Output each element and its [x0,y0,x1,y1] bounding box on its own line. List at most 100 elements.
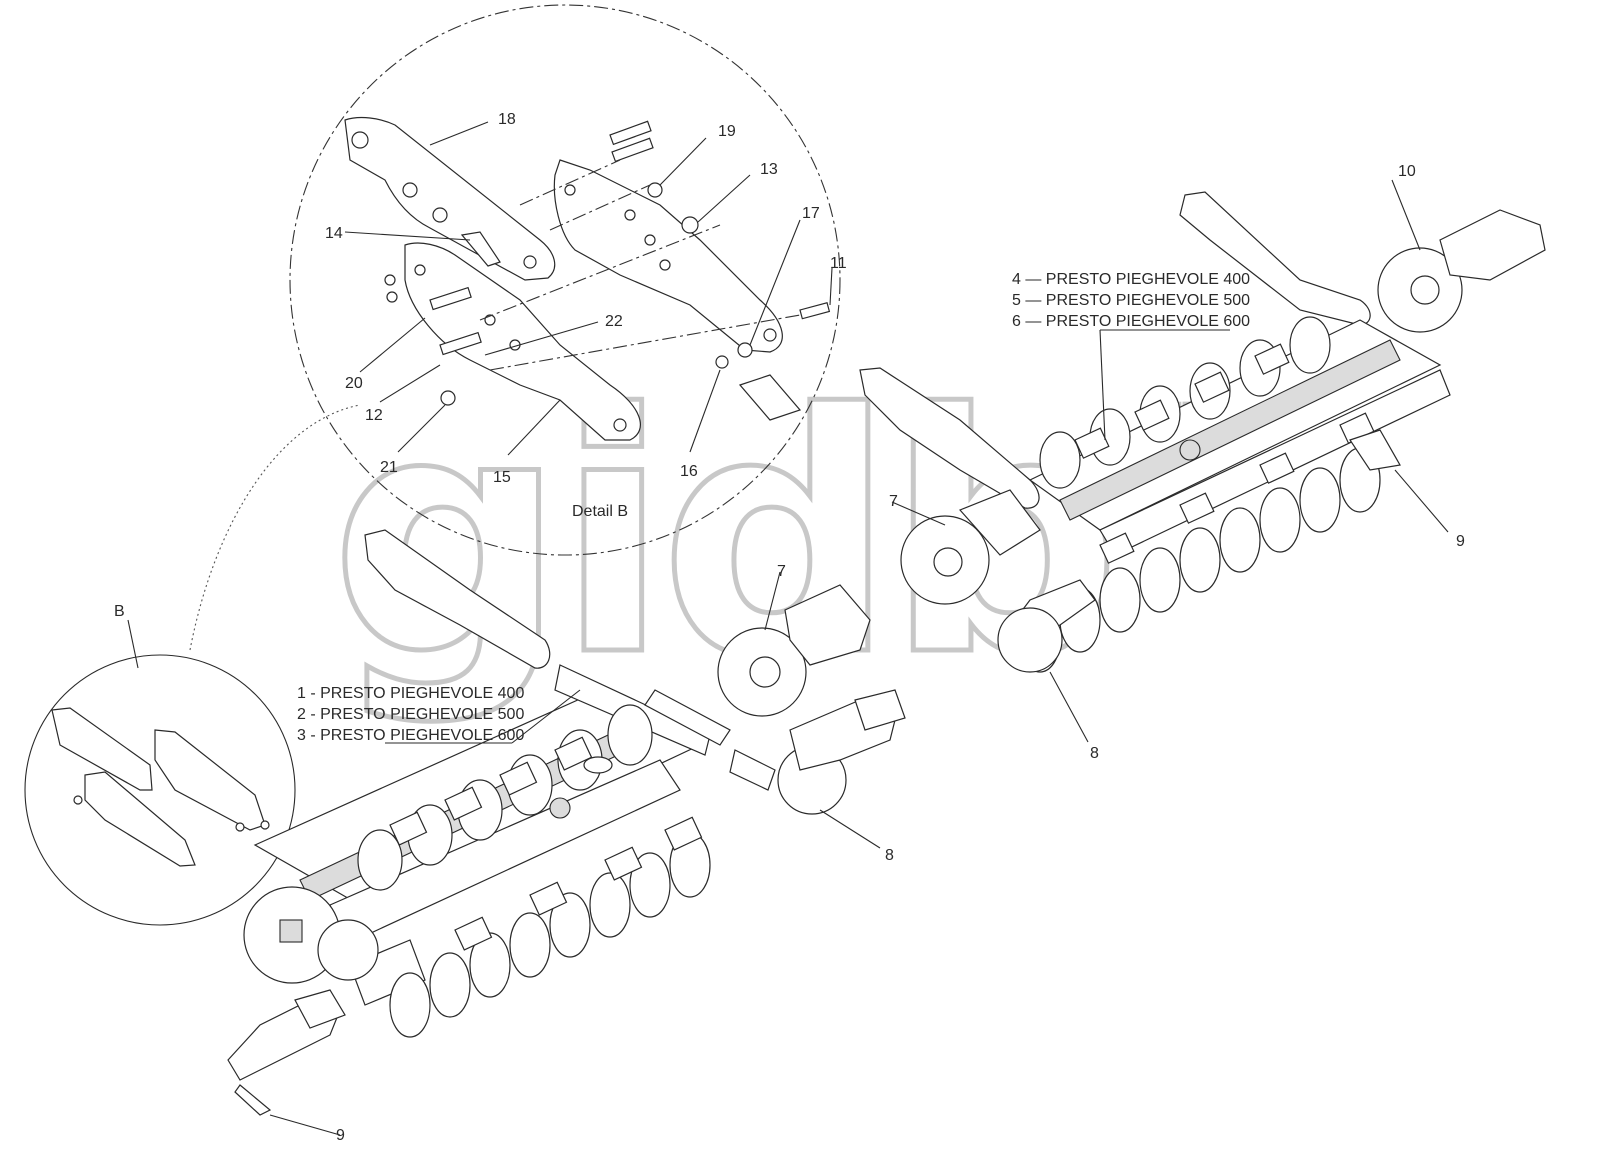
callout-labels: 18 19 13 17 11 14 22 20 12 21 15 16 10 7… [114,111,1465,1144]
cap [583,756,613,774]
end-assembly-9-right [1349,429,1401,471]
legend-right-line-2: 5 — PRESTO PIEGHEVOLE 500 [1012,292,1250,309]
hole [624,209,636,221]
disc [1139,547,1181,613]
small-nut [260,820,270,830]
bearing [1179,492,1215,524]
small-plate [84,771,196,867]
arm-plate-right-near [859,367,1040,509]
implement-left [227,529,906,1116]
plate-right [553,159,783,353]
nut-19 [647,182,663,198]
disc [549,892,591,958]
leader-18 [429,121,489,146]
callout-12: 12 [365,407,383,424]
nut [384,274,396,286]
legend-right: 4 — PRESTO PIEGHEVOLE 400 5 — PRESTO PIE… [1012,271,1250,330]
bolt-11 [799,302,831,320]
callout-15: 15 [493,469,511,486]
leader-12 [379,364,441,403]
nut [386,291,398,303]
disc [607,704,653,766]
disc [1289,316,1331,374]
plate-18 [344,116,556,281]
disc [1219,507,1261,573]
leader-22 [484,321,599,356]
legend-right-line-1: 4 — PRESTO PIEGHEVOLE 400 [1012,271,1250,288]
detail-link-arc [189,404,361,651]
disc [1299,467,1341,533]
small-plate [51,707,153,791]
legend-left-line-1: 1 - PRESTO PIEGHEVOLE 400 [297,685,524,702]
detail-b-circle [289,4,841,556]
legend-left-line-2: 2 - PRESTO PIEGHEVOLE 500 [297,706,524,723]
small-nut [73,795,83,805]
hole [644,234,656,246]
disc [389,972,431,1038]
leader-legend-left [511,689,581,744]
bearing [1099,532,1135,564]
leader-19 [659,137,707,186]
callout-16: 16 [680,463,698,480]
callout-19: 19 [718,123,736,140]
bearing [1134,399,1170,431]
spacer [738,374,802,421]
callout-17: 17 [802,205,820,222]
disc [1039,431,1081,489]
bearing [389,811,428,846]
callout-9-left: 9 [336,1127,345,1144]
leader-11 [829,267,833,306]
disc [429,952,471,1018]
leader-14 [344,231,471,241]
hole [564,184,576,196]
small-nut [235,822,245,832]
hole [523,255,537,269]
leader-lines [127,121,1449,1136]
leader-21 [397,404,446,453]
legend-left: 1 - PRESTO PIEGHEVOLE 400 2 - PRESTO PIE… [297,685,524,744]
bearing-row-right [1074,343,1375,564]
disc [589,872,631,938]
bearing [1259,452,1295,484]
bolt [611,137,654,163]
callout-14: 14 [325,225,343,242]
leader-legend-right [1099,329,1106,441]
disc-hub [933,547,963,577]
bearing [1254,343,1290,375]
leader-20 [359,317,426,373]
callout-22: 22 [605,313,623,330]
assembly-line [479,224,721,321]
washer-21 [440,390,456,406]
bracket [854,689,906,731]
center-pivot [1179,439,1201,461]
legend-left-line-3: 3 - PRESTO PIEGHEVOLE 600 [297,727,524,744]
bearing [444,786,483,821]
callout-9-right: 9 [1456,533,1465,550]
leader-7-right [891,501,946,526]
assembly-line [489,314,801,371]
hub-assembly-10 [1439,209,1546,281]
leader-7-left [764,571,781,631]
disc-hub [1410,275,1440,305]
bolt-12 [439,331,482,356]
disc [357,829,403,891]
callout-18: 18 [498,111,516,128]
leader-15 [507,399,561,456]
disc [1179,527,1221,593]
bracket [294,989,346,1029]
detail-b-view [289,4,841,556]
hole [432,207,448,223]
hole [763,328,777,342]
hole [351,131,369,149]
callout-8-right: 8 [1090,745,1099,762]
frame-beam-right [1059,339,1401,521]
callout-13: 13 [760,161,778,178]
center-pivot [549,797,571,819]
leader-8-left [819,809,881,849]
scraper [234,1084,272,1116]
callout-10: 10 [1398,163,1416,180]
leader-17 [749,219,801,346]
callout-7-right: 7 [889,493,898,510]
leader-10 [1391,179,1421,251]
